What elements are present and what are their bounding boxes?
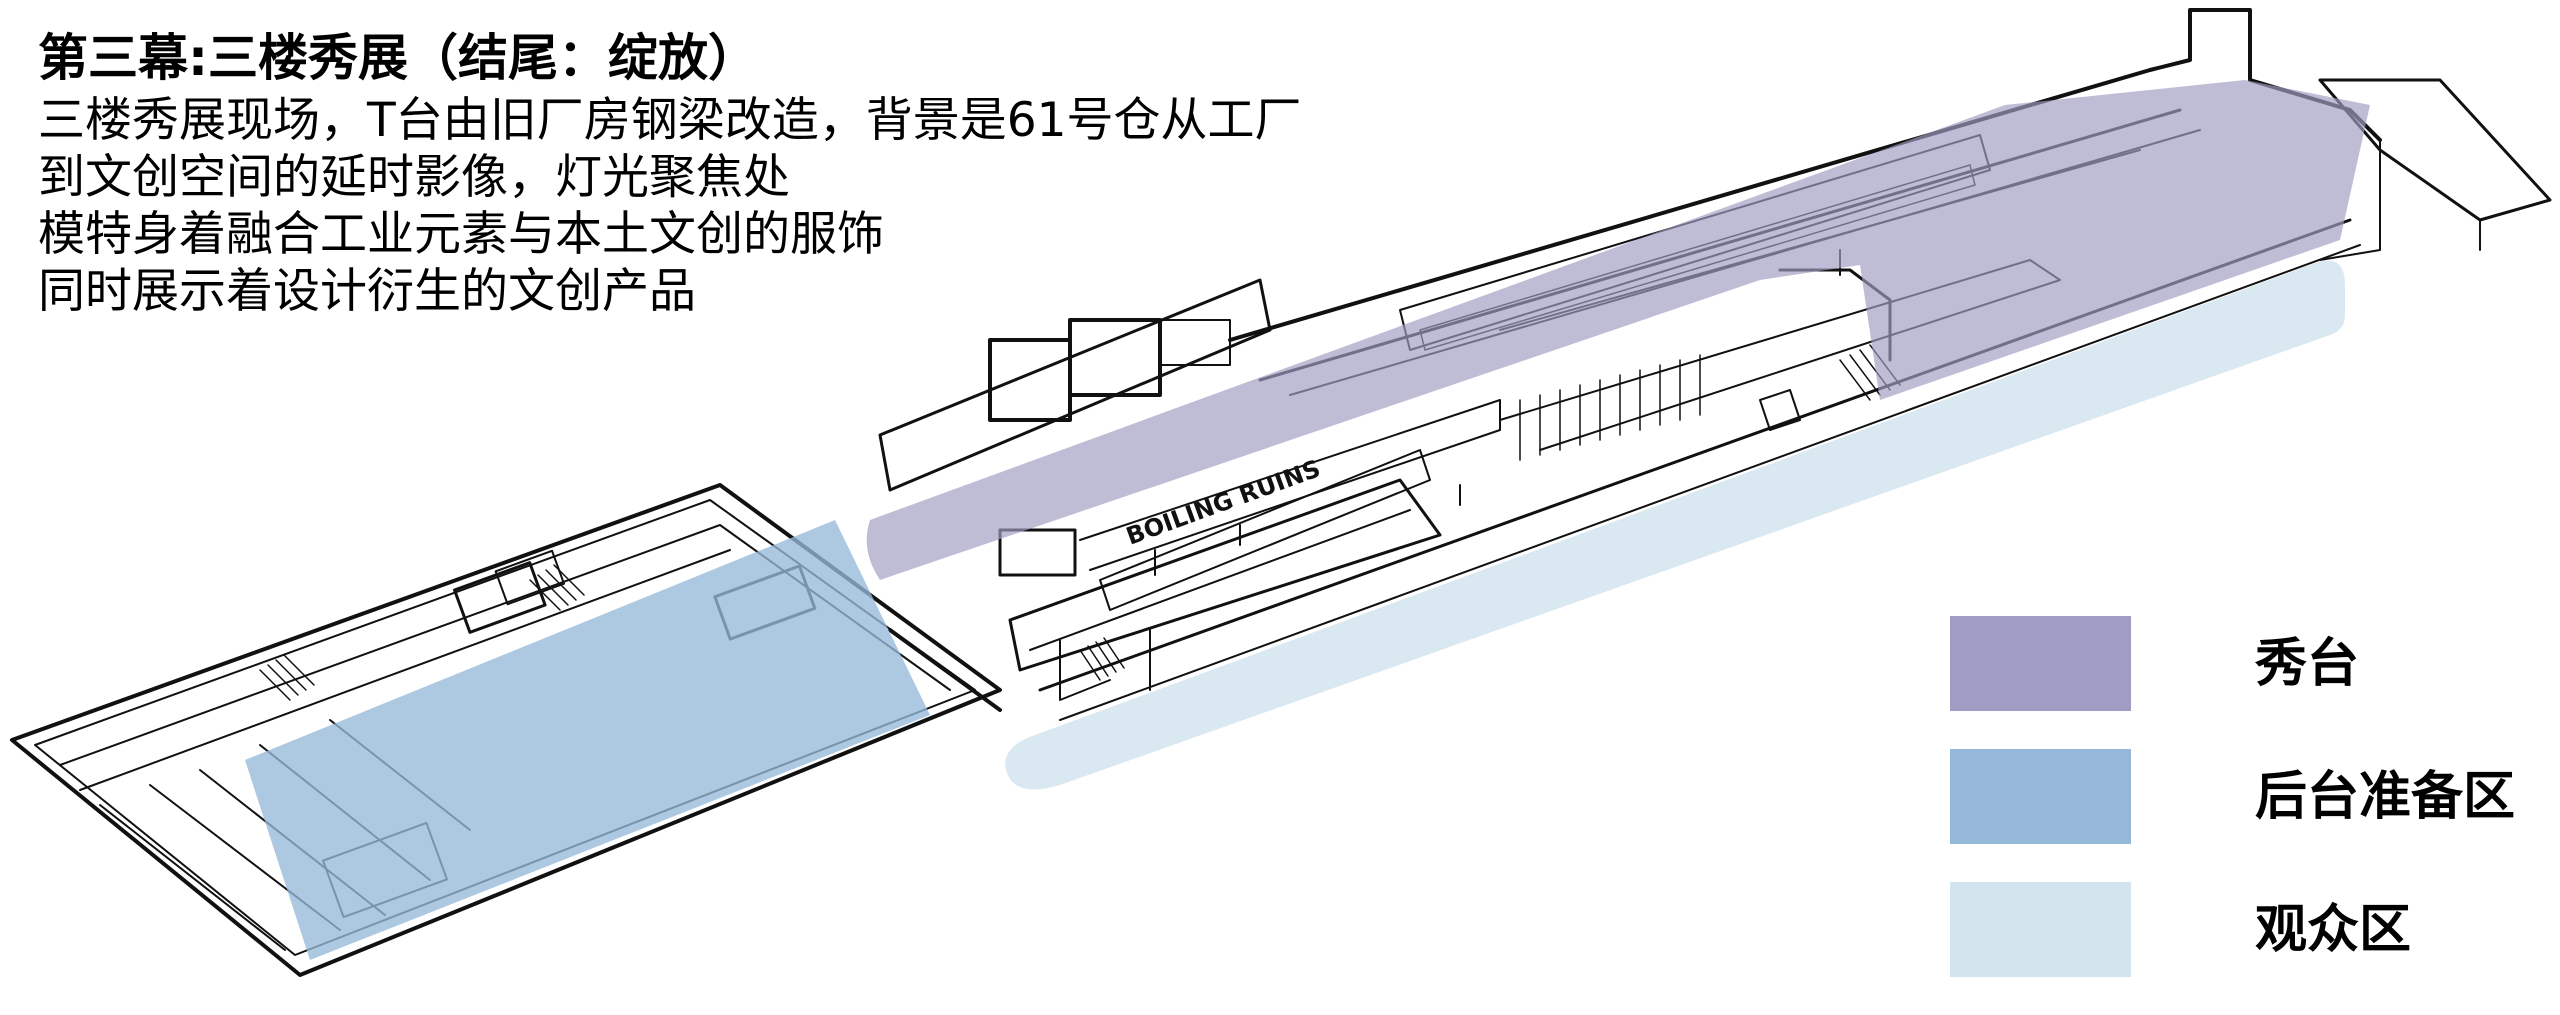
legend-label: 秀台 (2255, 634, 2360, 694)
description-line: 同时展示着设计衍生的文创产品 (38, 264, 696, 319)
title-block: 第三幕:三楼秀展（结尾：绽放） 三楼秀展现场，T台由旧厂房钢梁改造，背景是61号… (38, 28, 1302, 320)
page-title: 第三幕:三楼秀展（结尾：绽放） (38, 29, 758, 87)
description-line: 模特身着融合工业元素与本土文创的服饰 (38, 207, 884, 262)
legend-swatch (1950, 616, 2131, 711)
zone-overlays (245, 80, 2370, 960)
legend-swatch (1950, 882, 2131, 977)
backstage-zone (245, 520, 930, 960)
runway-zone (866, 80, 2370, 580)
description-line: 到文创空间的延时影像，灯光聚焦处 (38, 150, 790, 205)
description-line: 三楼秀展现场，T台由旧厂房钢梁改造，背景是61号仓从工厂 (38, 93, 1302, 148)
legend-label: 观众区 (2255, 900, 2412, 960)
audience-zone (1005, 260, 2345, 790)
central-block-outline (878, 278, 1501, 701)
legend-swatch (1950, 749, 2131, 844)
legend-label: 后台准备区 (2255, 767, 2516, 827)
